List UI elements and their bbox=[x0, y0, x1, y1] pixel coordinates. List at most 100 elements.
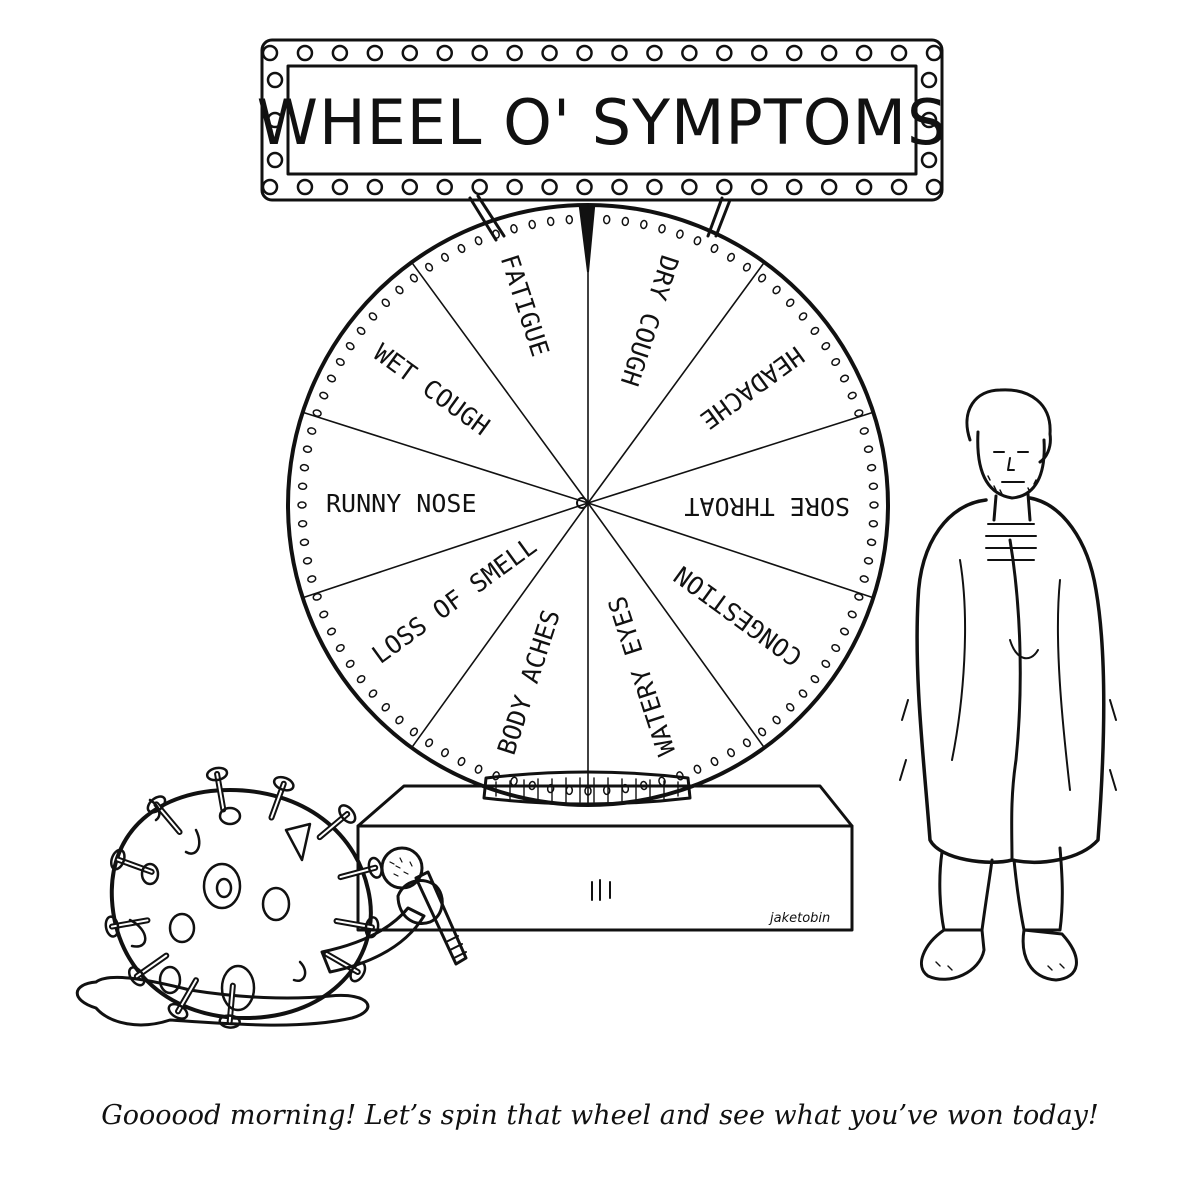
rim-bulb bbox=[425, 262, 434, 272]
rim-bulb bbox=[602, 785, 611, 796]
sign-bulb bbox=[820, 44, 838, 62]
rim-bulb bbox=[785, 298, 795, 308]
sign-bulb bbox=[296, 178, 314, 196]
rim-bulb bbox=[676, 229, 684, 239]
rim-bulb bbox=[409, 727, 419, 737]
rim-bulb bbox=[546, 216, 555, 227]
rim-bulb bbox=[312, 409, 322, 417]
segment-label: HEADACHE bbox=[695, 340, 809, 434]
rim-bulb bbox=[854, 409, 864, 417]
rim-bulb bbox=[297, 482, 308, 491]
virus-host bbox=[75, 766, 468, 1029]
rim-bulb bbox=[492, 229, 500, 239]
sign-bulb bbox=[261, 178, 279, 196]
rim-bulb bbox=[299, 538, 310, 547]
sign-bulb bbox=[261, 44, 279, 62]
sign-bulb bbox=[785, 44, 803, 62]
segment-label: CONGESTION bbox=[669, 560, 808, 672]
rim-bulb bbox=[757, 273, 767, 283]
segment-label: LOSS OF SMELL bbox=[367, 531, 542, 669]
rim-bulb bbox=[847, 391, 857, 400]
rim-bulb bbox=[868, 519, 879, 528]
virus-spike-cap bbox=[338, 804, 357, 824]
rim-bulb bbox=[866, 538, 877, 547]
virus-spike-cap bbox=[127, 966, 146, 987]
sign-bulbs bbox=[261, 44, 943, 196]
rim-bulb bbox=[368, 312, 378, 321]
rim-bulb bbox=[307, 575, 317, 583]
rim-bulb bbox=[640, 219, 648, 230]
virus-spike-cap bbox=[218, 1014, 241, 1029]
wheel-hub bbox=[576, 497, 588, 509]
rim-bulb bbox=[863, 557, 874, 565]
wheel-spoke bbox=[587, 261, 766, 504]
rim-bulb bbox=[474, 236, 483, 246]
rim-bulb bbox=[831, 643, 841, 653]
sign-bulb bbox=[366, 44, 384, 62]
wheel-spoke bbox=[587, 411, 875, 504]
rim-bulb bbox=[859, 575, 869, 583]
contestant bbox=[899, 388, 1117, 982]
wheel-spoke bbox=[301, 502, 589, 599]
rim-bulb bbox=[565, 214, 574, 225]
rim-bulb bbox=[831, 357, 841, 367]
rim-bulb bbox=[345, 659, 355, 668]
rim-bulb bbox=[757, 727, 767, 737]
rim-bulb bbox=[710, 756, 719, 767]
rim-bulb bbox=[319, 610, 329, 619]
rim-bulb bbox=[425, 738, 434, 748]
segment-label: FATIGUE bbox=[495, 251, 555, 360]
rim-bulb bbox=[302, 445, 313, 453]
rim-bulb bbox=[621, 783, 630, 794]
rim-bulb bbox=[312, 593, 322, 601]
wheel-base bbox=[356, 770, 854, 932]
wheel-spoke bbox=[410, 261, 589, 504]
sign-bulb bbox=[436, 178, 453, 196]
rim-bulb bbox=[440, 748, 450, 758]
sign-bulb bbox=[716, 44, 733, 62]
sign-bulb bbox=[920, 151, 938, 169]
rim-bulb bbox=[409, 273, 419, 283]
rim-bulb bbox=[710, 243, 719, 254]
virus-spots bbox=[128, 798, 312, 1012]
rim-bulb bbox=[866, 463, 877, 472]
rim-bulb bbox=[839, 374, 850, 383]
virus-body bbox=[109, 788, 373, 1021]
sign-post-left bbox=[468, 196, 498, 242]
rim-bulb bbox=[395, 285, 404, 295]
virus-spike-cap bbox=[104, 915, 120, 938]
sign-bulb bbox=[266, 71, 284, 89]
sign-bulb bbox=[541, 178, 558, 196]
sign-bulb bbox=[751, 178, 768, 196]
virus-spike-cap bbox=[205, 766, 229, 782]
rim-bulb bbox=[742, 738, 751, 748]
rim-bulb bbox=[640, 780, 648, 791]
sign-bulb bbox=[436, 44, 453, 62]
sign-bulb bbox=[611, 178, 628, 196]
artist-signature: jaketobin bbox=[768, 911, 830, 926]
sign-bulb bbox=[296, 44, 314, 62]
rim-bulb bbox=[602, 214, 611, 225]
rim-bulb bbox=[693, 236, 702, 246]
rim-bulb bbox=[658, 776, 666, 786]
sign-bulb bbox=[681, 178, 698, 196]
rim-bulb bbox=[368, 689, 378, 698]
wheel-spokes bbox=[301, 204, 875, 806]
sign-bulb bbox=[331, 44, 349, 62]
rim-bulb bbox=[381, 702, 391, 712]
rim-bulb bbox=[785, 702, 795, 712]
segment-label: SORE THROAT bbox=[684, 492, 850, 521]
sign-bulb bbox=[401, 44, 419, 62]
rim-bulb bbox=[859, 427, 869, 435]
rim-bulb bbox=[726, 748, 736, 758]
sign-bulb bbox=[855, 44, 873, 62]
sign-bulb bbox=[266, 151, 284, 169]
rim-bulb bbox=[528, 219, 536, 230]
rim-bulb bbox=[457, 243, 466, 254]
sign-bulb bbox=[925, 44, 943, 62]
rim-bulb bbox=[772, 285, 781, 295]
virus-spikes bbox=[104, 766, 383, 1029]
rim-bulb bbox=[869, 501, 879, 509]
